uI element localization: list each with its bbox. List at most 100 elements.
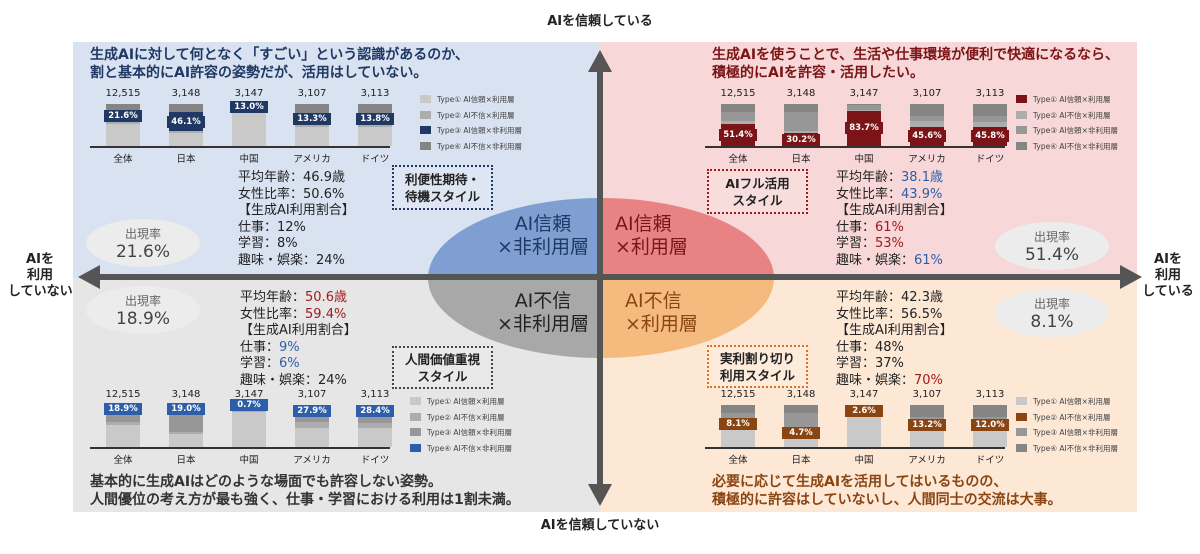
stat-female: 女性比率：43.9% (836, 187, 953, 204)
style-line: 実利割り切り (719, 350, 795, 366)
bar-category-label: 全体 (728, 154, 748, 165)
style-line: スタイル (417, 368, 468, 384)
legend-swatch (420, 95, 431, 103)
legend-label: Type③ AI信頼×非利用層 (1033, 428, 1118, 437)
legend-item: Type③ AI信頼×非利用層 (1016, 425, 1118, 441)
bar-value-label: 83.7% (845, 122, 883, 135)
bar-count: 3,148 (171, 389, 201, 400)
segment-label-line: ×利用層 (625, 313, 698, 335)
bar-segment (169, 131, 203, 134)
bar-value-label: 0.7% (230, 399, 268, 412)
headline-line: 割と基本的にAI許容の姿勢だが、活用はしていない。 (90, 65, 428, 81)
axis-label-line: 利用 (26, 268, 53, 283)
bar-segment (295, 427, 329, 447)
segment-label-trust-use: AI信頼×利用層 (615, 213, 715, 259)
legend-swatch (410, 443, 421, 452)
ellipse-quarter-trust-nonuse (428, 198, 600, 277)
bar-segment (910, 427, 944, 447)
bar-value-label: 19.0% (167, 402, 205, 415)
stat-label: 平均年齢： (240, 290, 306, 305)
bar-segment (295, 422, 329, 428)
axis-label-line: している (1142, 284, 1194, 299)
bar-segment (721, 412, 755, 422)
bar-segment (973, 121, 1007, 127)
segment-label-line: AI不信 (625, 290, 682, 312)
bar-segment (721, 104, 755, 112)
legend-swatch (1016, 126, 1027, 134)
bar-count: 3,113 (360, 88, 390, 99)
bar-segment (295, 416, 329, 423)
bar-count: 12,515 (105, 389, 141, 400)
stat-label: 仕事： (836, 339, 876, 355)
headline-trust-nonuse: 生成AIに対して何となく「すごい」という認識があるのか、割と基本的にAI許容の姿… (90, 46, 469, 82)
segment-label-line: AI信頼 (514, 213, 572, 235)
legend-label: Type① AI信頼×利用層 (437, 95, 515, 104)
segment-label-distrust-use: AI不信×利用層 (625, 290, 725, 336)
axis-label-line: していない (8, 284, 73, 299)
legend-swatch (1016, 412, 1027, 421)
bar-category-label: ドイツ (360, 455, 390, 466)
bar-value-label: 13.8% (356, 112, 394, 125)
bar-category-label: 全体 (113, 455, 133, 466)
legend-label: Type③ AI信頼×非利用層 (1033, 126, 1118, 135)
bar-category-label: アメリカ (293, 455, 331, 466)
segment-label-distrust-nonuse: AI不信×非利用層 (488, 290, 598, 336)
style-box-distrust-use: 実利割り切り利用スタイル (707, 345, 808, 388)
legend-item: Type② AI不信×利用層 (1016, 108, 1118, 124)
stat-study: 学習：6% (240, 356, 357, 373)
stat-value: 53% (875, 236, 904, 251)
bar-category-label: 中国 (854, 455, 874, 466)
legend-label: Type④ AI不信×非利用層 (1033, 443, 1118, 453)
bar-segment (784, 131, 818, 134)
style-line: スタイル (732, 192, 783, 208)
bar-segment (232, 110, 266, 146)
bar-value-label: 12.0% (971, 419, 1009, 432)
style-line: 待機スタイル (404, 188, 480, 204)
bar-category-label: アメリカ (908, 154, 946, 165)
stat-label: 平均年齢： (836, 290, 902, 305)
legend-swatch (1016, 141, 1027, 150)
bar-segment (721, 121, 755, 125)
bar-segment (910, 104, 944, 116)
rate-label: 出現率 (124, 294, 161, 308)
legend-item: Type④ AI不信×非利用層 (410, 441, 512, 457)
axis-label-bottom: AIを信頼していない (540, 518, 660, 533)
legend-item: Type③ AI信頼×非利用層 (420, 123, 522, 139)
legend-label: Type① AI信頼×利用層 (1033, 95, 1111, 104)
stat-usage-header: 【生成AI利用割合】 (836, 203, 953, 218)
stat-value: 50.6% (303, 186, 345, 202)
stat-study: 学習：37% (836, 356, 953, 373)
legend-swatch (410, 397, 421, 405)
bar-segment (784, 405, 818, 413)
stats-trust-use: 平均年齢：38.1歳女性比率：43.9%【生成AI利用割合】仕事：61%学習：5… (836, 170, 953, 269)
legend-item: Type④ AI不信×非利用層 (1016, 441, 1118, 457)
bar-category-label: 中国 (239, 154, 259, 165)
legend-item: Type④ AI不信×非利用層 (420, 139, 522, 155)
stats-distrust-use: 平均年齢：42.3歳女性比率：56.5%【生成AI利用割合】仕事：48%学習：3… (836, 290, 953, 389)
bar-category-label: 中国 (854, 154, 874, 165)
bar-count: 3,147 (849, 88, 879, 99)
bar-segment (358, 422, 392, 428)
rate-value: 21.6% (115, 242, 170, 262)
bar-count: 3,107 (297, 88, 327, 99)
bar-count: 3,107 (912, 88, 942, 99)
segment-label-line: AI不信 (514, 290, 572, 312)
stat-value: 9% (279, 339, 300, 355)
bar-category-label: ドイツ (975, 154, 1005, 165)
bar-segment (169, 432, 203, 435)
bar-segment (106, 412, 140, 422)
style-line: 利用スタイル (719, 367, 795, 383)
legend-swatch (1016, 428, 1027, 436)
bar-category-label: ドイツ (975, 455, 1005, 466)
legend-label: Type② AI不信×利用層 (427, 412, 505, 422)
headline-line: 必要に応じて生成AIを活用してはいるものの、 (712, 474, 1008, 490)
stat-label: 女性比率： (240, 306, 306, 322)
bar-value-label: 51.4% (719, 129, 757, 142)
legend-item: Type③ AI信頼×非利用層 (410, 425, 512, 441)
legend-label: Type② AI不信×利用層 (1033, 412, 1111, 422)
stat-female: 女性比率：56.5% (836, 307, 953, 324)
style-line: 利便性期待・ (404, 171, 480, 187)
